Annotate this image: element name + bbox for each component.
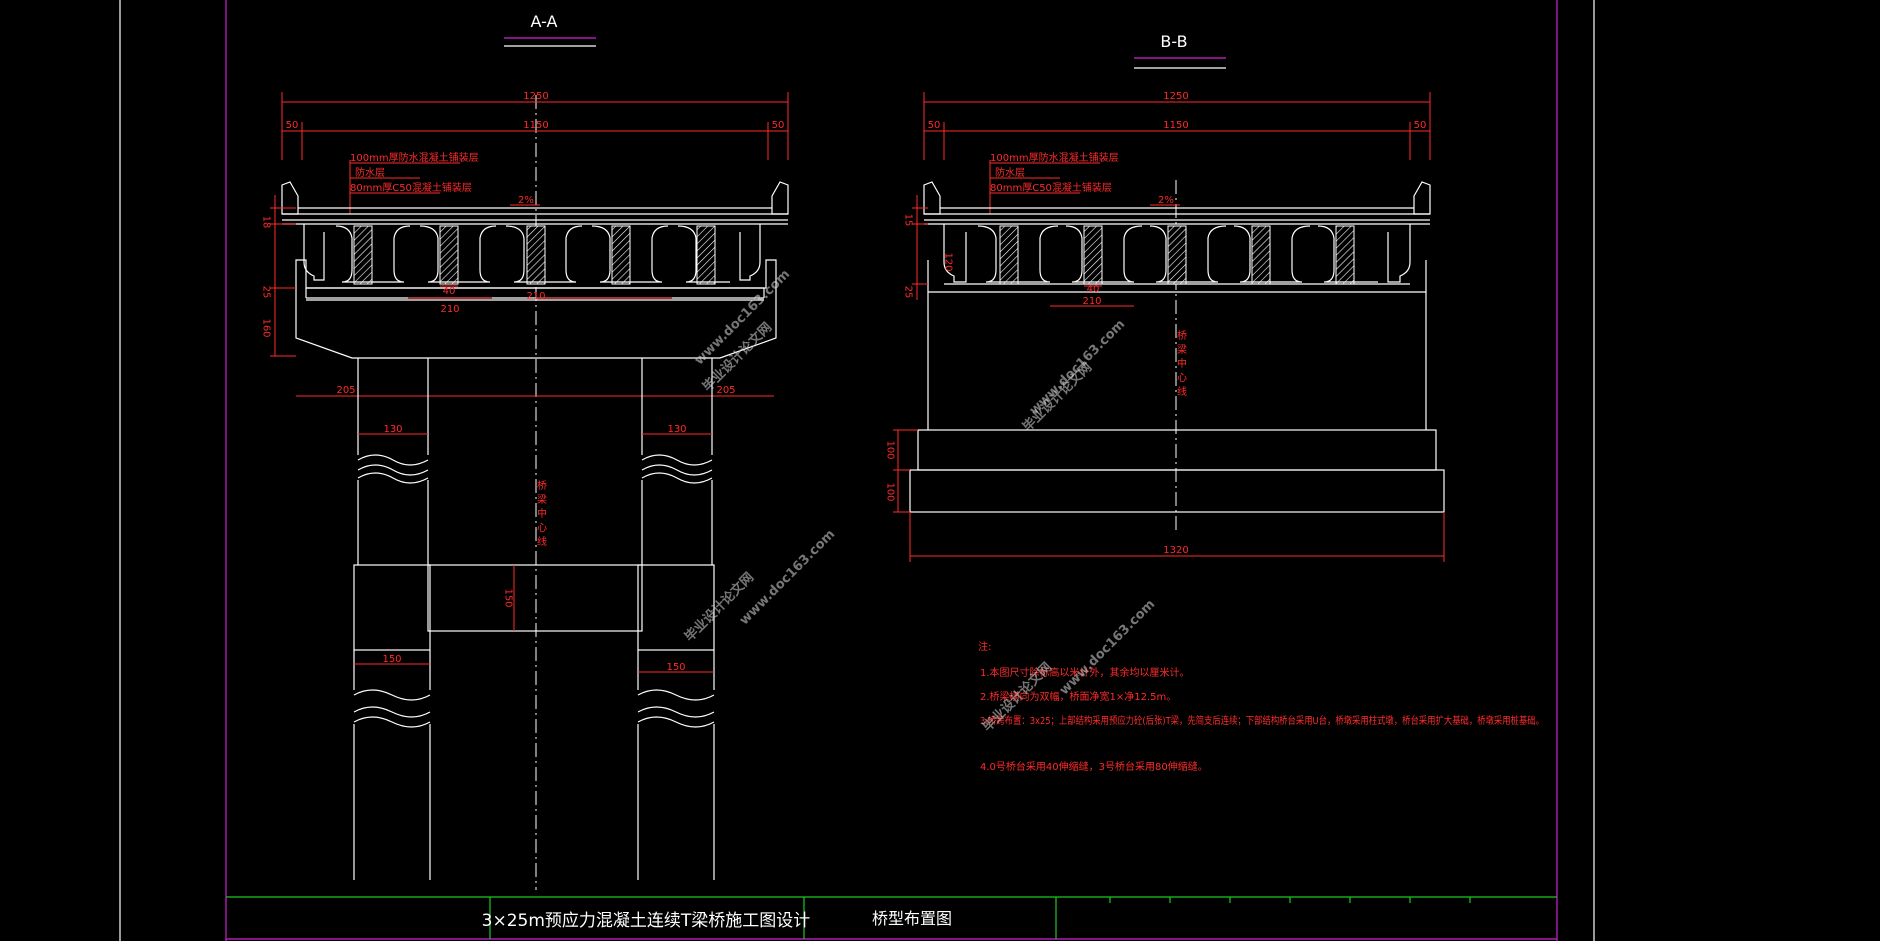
project-title: 3×25m预应力混凝土连续T梁桥施工图设计	[482, 911, 811, 931]
section-a-left-column: 130 150	[353, 358, 431, 880]
a-dim-inner: 1150	[523, 120, 548, 131]
a-dim-col-right-lower: 150	[666, 662, 685, 673]
a-dim-rib: 40	[443, 286, 456, 297]
a-dim-col-left-upper: 130	[383, 424, 402, 435]
watermark-cn-3: 毕业设计论文网	[681, 569, 757, 645]
note-4: 4.0号桥台采用40伸缩缝，3号桥台采用80伸缩缝。	[980, 760, 1208, 773]
section-b-label: B-B	[1160, 32, 1187, 51]
section-a-top-dims: 1250 50 1150 50	[281, 91, 789, 160]
section-b-view: B-B 桥梁中心线 1250 50 1150 50 100mm厚防水混凝土铺装层…	[885, 32, 1445, 562]
a-dim-cap-half: 210	[526, 291, 545, 302]
note-1: 1.本图尺寸除标高以米计外，其余均以厘米计。	[980, 666, 1190, 679]
b-dim-deck: 15	[903, 214, 914, 227]
note-2: 2.桥梁横向为双幅，桥面净宽1×净12.5m。	[980, 690, 1176, 703]
title-block: 3×25m预应力混凝土连续T梁桥施工图设计 桥型布置图	[226, 896, 1557, 939]
b-dim-footing-bottom: 100	[885, 482, 896, 501]
b-dim-bearing: 25	[903, 286, 914, 299]
a-dim-beam-spacing: 210	[440, 304, 459, 315]
b-dim-total: 1250	[1163, 91, 1188, 102]
section-a-girders	[303, 224, 765, 299]
a-dim-deck: 18	[261, 216, 272, 229]
section-b-layer-callouts: 100mm厚防水混凝土铺装层 防水层 80mm厚C50混凝土铺装层 2%	[989, 151, 1180, 214]
section-b-centerline-label: 桥梁中心线	[1175, 330, 1187, 400]
section-a-deck	[281, 181, 789, 225]
watermark-url-4: www.doc163.com	[1057, 597, 1158, 698]
section-b-deck	[923, 181, 1431, 225]
a-dim-right-overhang: 205	[716, 385, 735, 396]
a-layer-1: 100mm厚防水混凝土铺装层	[350, 151, 479, 164]
watermark-cn-2: 毕业设计论文网	[1019, 359, 1095, 435]
b-dim-rib: 40	[1087, 284, 1100, 295]
b-layer-1: 100mm厚防水混凝土铺装层	[990, 151, 1119, 164]
a-dim-total: 1250	[523, 91, 548, 102]
a-dim-col-right-upper: 130	[667, 424, 686, 435]
section-a-side-dims: 18 25 160 205 205 210 40 210	[261, 195, 774, 397]
b-slope: 2%	[1158, 195, 1174, 206]
section-a-cap-beam	[295, 259, 777, 359]
section-a-layer-callouts: 100mm厚防水混凝土铺装层 防水层 80mm厚C50混凝土铺装层 2%	[349, 151, 540, 214]
b-dim-girder: 120	[943, 252, 954, 271]
b-dim-left-edge: 50	[928, 120, 941, 131]
drawing-frame	[119, 0, 1595, 941]
a-dim-left-overhang: 205	[336, 385, 355, 396]
a-dim-cap-top: 25	[261, 286, 272, 299]
b-dim-beam-spacing: 210	[1082, 296, 1101, 307]
a-layer-2: 防水层	[355, 166, 385, 179]
section-a-right-column: 130 150	[637, 358, 715, 880]
b-layer-2: 防水层	[995, 166, 1025, 179]
drawing-title: 桥型布置图	[872, 909, 952, 928]
a-dim-col-left-lower: 150	[382, 654, 401, 665]
a-layer-3: 80mm厚C50混凝土铺装层	[350, 181, 472, 194]
a-slope: 2%	[518, 195, 534, 206]
a-dim-left-edge: 50	[286, 120, 299, 131]
section-b-girders	[943, 224, 1411, 293]
section-b-pier-body	[909, 260, 1445, 513]
b-dim-footing-top: 100	[885, 440, 896, 459]
note-3: 3.桥跨布置：3x25；上部结构采用预应力砼(后张)T梁，先简支后连续；下部结构…	[980, 714, 1544, 727]
section-a-label: A-A	[531, 12, 558, 31]
b-layer-3: 80mm厚C50混凝土铺装层	[990, 181, 1112, 194]
a-dim-tie-beam: 150	[503, 588, 514, 607]
a-dim-cap: 160	[261, 318, 272, 337]
section-b-top-dims: 1250 50 1150 50	[923, 91, 1431, 160]
watermarks: www.doc163.com 毕业设计论文网 www.doc163.com 毕业…	[681, 267, 1158, 735]
notes-heading: 注:	[978, 640, 991, 653]
b-dim-right-edge: 50	[1414, 120, 1427, 131]
section-a-centerline-label: 桥梁中心线	[535, 480, 547, 550]
section-b-dims: 15 120 25 40 210 100 100 1320	[885, 195, 1445, 562]
b-dim-inner: 1150	[1163, 120, 1188, 131]
notes-block: 注: 1.本图尺寸除标高以米计外，其余均以厘米计。 2.桥梁横向为双幅，桥面净宽…	[978, 640, 1544, 773]
b-dim-footing-width: 1320	[1163, 545, 1188, 556]
section-a-tie-beam: 150	[427, 564, 643, 632]
section-a-view: A-A 桥梁中心线 1250 50 1150 50 100mm厚防水混凝土铺装层…	[261, 12, 789, 890]
a-dim-right-edge: 50	[772, 120, 785, 131]
